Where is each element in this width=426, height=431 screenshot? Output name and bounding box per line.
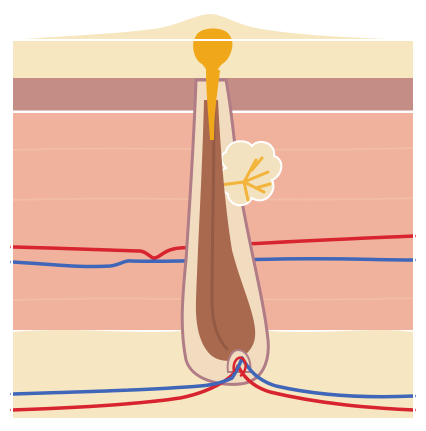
skin-cross-section-svg xyxy=(0,0,426,431)
hair-follicle-diagram xyxy=(0,0,426,431)
